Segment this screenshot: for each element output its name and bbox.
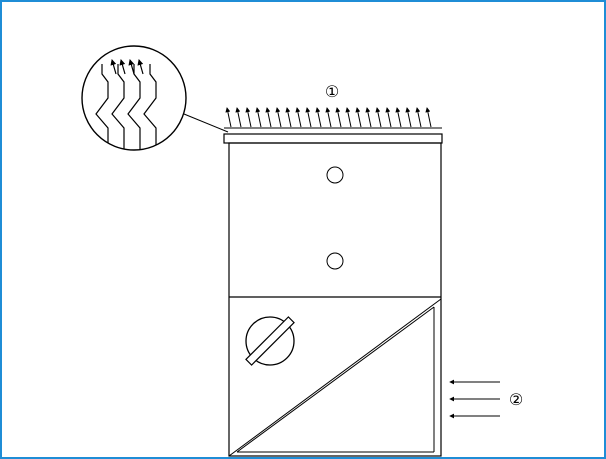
airflow-arrow xyxy=(305,107,312,128)
airflow-arrow xyxy=(255,107,262,128)
airflow-arrow xyxy=(335,107,342,128)
diagonal-partition-inner xyxy=(236,306,435,453)
airflow-arrow xyxy=(295,107,302,128)
airflow-arrow xyxy=(415,107,422,128)
airflow-arrow xyxy=(315,107,322,128)
cabinet-body xyxy=(228,142,442,457)
magnified-filter-icon xyxy=(81,45,187,151)
indicator-light-lower xyxy=(326,252,344,270)
upward-airflow-arrows xyxy=(225,107,432,128)
airflow-arrow xyxy=(325,107,332,128)
magnifier-leader-line xyxy=(183,113,229,133)
airflow-arrow xyxy=(405,107,412,128)
fan-damper-icon xyxy=(245,316,295,366)
filter-fold-line xyxy=(111,64,125,150)
airflow-arrow xyxy=(345,107,352,128)
filter-fold-line xyxy=(143,64,157,150)
airflow-arrow xyxy=(265,107,272,128)
diagonal-partition-outer xyxy=(228,298,442,457)
airflow-arrow xyxy=(375,107,382,128)
magnified-airflow-arrow xyxy=(128,59,135,75)
airflow-arrow xyxy=(225,107,232,128)
intake-arrows xyxy=(449,379,500,419)
airflow-arrow xyxy=(235,107,242,128)
airflow-arrow xyxy=(425,107,432,128)
magnified-airflow-arrow xyxy=(137,59,144,75)
magnified-airflow-arrow xyxy=(119,59,126,75)
filter-fold-line xyxy=(95,64,109,150)
airflow-arrow xyxy=(285,107,292,128)
magnified-airflow-arrow xyxy=(110,59,117,75)
outlet-label: ① xyxy=(325,82,339,101)
airflow-arrow xyxy=(275,107,282,128)
airflow-arrow xyxy=(245,107,252,128)
airflow-arrow xyxy=(385,107,392,128)
airflow-arrow xyxy=(365,107,372,128)
airflow-arrow xyxy=(395,107,402,128)
intake-label: ② xyxy=(509,390,523,409)
airflow-arrow xyxy=(355,107,362,128)
top-filter-cap xyxy=(223,133,443,144)
indicator-light-upper xyxy=(326,166,344,184)
